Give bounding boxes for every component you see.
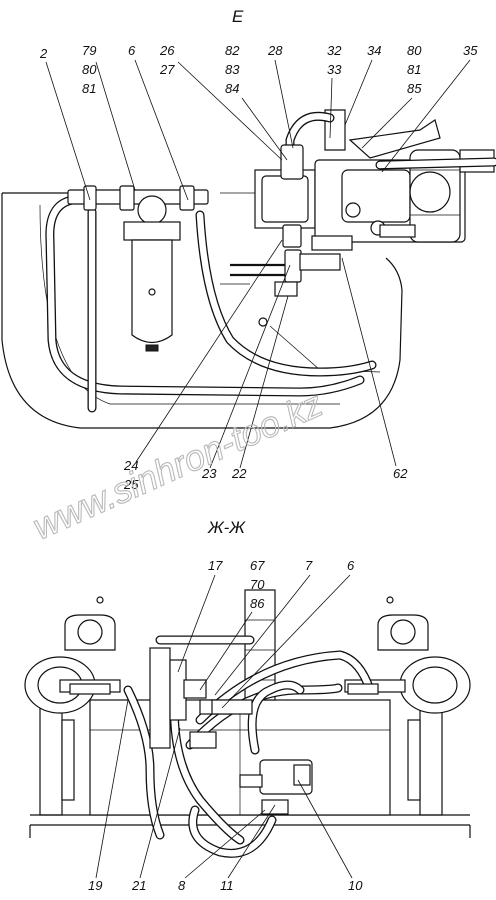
callout-81: 81 [82,81,96,96]
callout-80: 80 [82,62,97,77]
callout-6-top: 6 [128,43,136,58]
callout-22: 22 [231,466,247,481]
callout-34: 34 [367,43,381,58]
callout-28: 28 [267,43,283,58]
callout-19: 19 [88,878,102,893]
callout-81-right: 81 [407,62,421,77]
view-zh-zh: Ж-Ж [24,518,471,893]
callout-32: 32 [327,43,342,58]
left-mount [24,614,121,714]
callout-11: 11 [220,878,234,893]
pump-unit [254,109,495,243]
callout-82: 82 [225,43,240,58]
callout-67: 67 [250,558,265,573]
callout-10: 10 [348,878,363,893]
hoses-zh [123,635,375,858]
valve-block-e [258,144,353,327]
callout-17: 17 [208,558,223,573]
callout-84: 84 [225,81,239,96]
callout-79: 79 [82,43,96,58]
callout-23: 23 [201,466,217,481]
callout-8: 8 [178,878,186,893]
watermark: www.sinhron-too.kz [27,383,329,547]
callout-25: 25 [123,477,139,492]
view-zh-title: Ж-Ж [207,518,246,537]
right-mount [344,614,471,714]
callout-7: 7 [305,558,313,573]
valve-column [69,647,379,815]
callout-35: 35 [463,43,478,58]
view-e-title: Е [232,7,244,26]
callout-80-right: 80 [407,43,422,58]
callout-86: 86 [250,596,265,611]
callouts-e: 2 79 80 81 6 26 27 82 83 84 28 32 33 34 … [39,43,478,492]
callout-26: 26 [159,43,175,58]
callout-83: 83 [225,62,240,77]
callout-6-bottom: 6 [347,558,355,573]
callout-27: 27 [159,62,175,77]
callout-70: 70 [250,577,265,592]
view-e: Е [1,7,496,492]
filter-assembly [67,185,209,352]
callouts-zh: 17 67 70 86 7 6 19 21 8 11 10 [88,558,363,893]
callout-85: 85 [407,81,422,96]
callout-62: 62 [393,466,408,481]
callout-21: 21 [131,878,146,893]
hoses-e [45,111,496,413]
callout-33: 33 [327,62,342,77]
callout-24: 24 [123,458,138,473]
callout-2: 2 [39,46,48,61]
